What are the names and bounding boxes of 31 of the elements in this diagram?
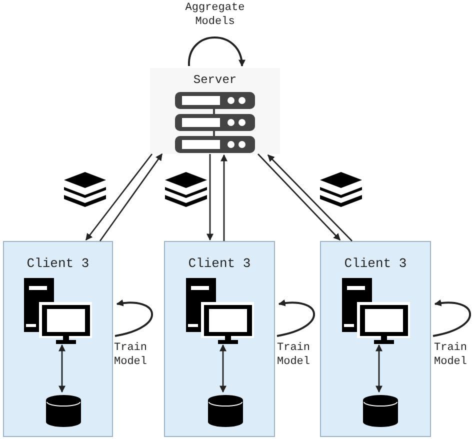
arrow <box>268 154 352 242</box>
arrow <box>206 154 214 241</box>
computer-icon <box>24 278 92 344</box>
arrow <box>258 154 340 240</box>
database-icon <box>363 395 398 427</box>
edge-label: Aggregate Models <box>184 1 246 29</box>
arrow <box>58 344 66 393</box>
database-icon <box>208 395 243 427</box>
client-box <box>3 241 113 437</box>
client-box <box>320 241 431 437</box>
computer-icon <box>342 278 410 344</box>
edge-label: Train Model <box>277 341 312 369</box>
arrow <box>276 300 315 337</box>
database-icon <box>46 395 81 427</box>
arrow <box>99 153 163 242</box>
arrow <box>188 36 245 67</box>
arrow <box>85 154 153 241</box>
client-title: Client 3 <box>26 256 90 272</box>
arrow <box>220 154 228 241</box>
client-title: Client 3 <box>187 256 252 272</box>
edge-label: Train Model <box>434 341 468 369</box>
server-node <box>150 68 280 154</box>
computer-icon <box>186 278 254 344</box>
client-box <box>164 241 275 437</box>
arrow <box>376 344 382 393</box>
arrow <box>432 300 471 337</box>
arrow <box>220 344 226 393</box>
client-title: Client 3 <box>343 256 408 272</box>
edge-label: Train Model <box>114 341 148 369</box>
node-title: Server <box>193 72 237 88</box>
arrow <box>114 300 153 337</box>
